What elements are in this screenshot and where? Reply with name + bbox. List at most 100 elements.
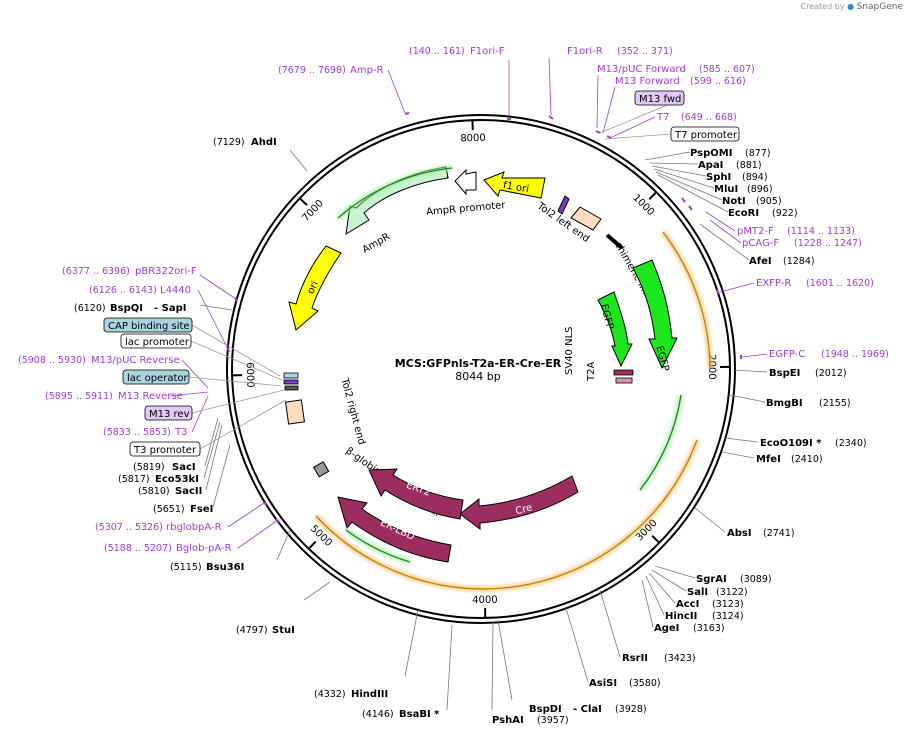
t7-promoter-box [670,126,740,142]
sv40-nls-label: SV40 NLS [564,327,575,376]
primer-egfp-c: EGFP-C [769,349,805,360]
primers-left: (140 .. 161) F1ori-F (7679 .. 7698) Amp-… [18,46,505,554]
primer-m13-fwd: M13 Forward [615,76,680,87]
primer-f1ori-r-pos: (352 .. 371) [617,46,673,57]
ori-label: ori [306,279,321,295]
green-arc-right [637,394,684,492]
site-saci-pos: (5819) [133,462,165,473]
leader-line-0 [644,151,691,161]
primer-pmt2-f-pos: (1114 .. 1133) [787,226,855,237]
site-sgrai: SgrAI [696,574,727,585]
snapgene-logo-icon: ● [847,2,855,11]
tick-mark-3000 [651,535,661,544]
site-sacii: SacII [175,486,202,497]
primer-m13-rev: M13 Reverse [118,391,183,402]
site-pshai: PshAI [492,715,524,726]
green-arc-right-line [639,394,682,491]
site-ecoo109i-pos: (2340) [835,438,867,449]
site-afei: AfeI [749,256,772,267]
lac-small-feature-3 [284,385,299,391]
site-sapi: - SapI [154,303,186,314]
orange-arc-right-line [662,231,711,369]
cre-label: Cre [514,502,533,517]
tol2-left-arrow [570,206,602,231]
ori-arrow [288,245,342,331]
primer-leader-4 [609,116,656,139]
site-pspomi-pos: (877) [745,148,771,159]
site-hincii-pos: (3124) [712,611,744,622]
site-sali-pos: (3122) [716,587,748,598]
tol2-right-label: Tol2 right end [338,376,367,446]
primer-pcag-f-pos: (1228 .. 1247) [794,238,862,249]
primer-pcag-f: pCAG-F [742,238,779,249]
lac-promoter-box [120,333,192,349]
leader-line-19 [497,619,513,701]
ampr-promoter-label: AmpR promoter [426,200,507,218]
site-absi-pos: (2741) [763,528,795,539]
lac-promoter-label: lac promoter [125,337,190,348]
primer-rbglobpa-r: rbglobpA-R [166,522,222,533]
site-mlui: MluI [714,184,738,195]
site-clai: - ClaI [573,704,602,715]
tol2-right-box [284,399,306,425]
box-leader-0 [191,324,281,377]
leader-line-12 [654,565,696,579]
leader-line-15 [645,575,665,616]
site-eco53ki-pos: (5817) [118,474,150,485]
primer-leader-11 [197,289,229,350]
site-ahdi-pos: (7129) [213,137,245,148]
primer-leader-7 [719,282,755,293]
t2a-mark [615,377,633,384]
primer-t3-pos: (5833 .. 5853) [103,427,171,438]
leader-line-30 [446,624,453,711]
site-noti-pos: (905) [756,196,782,207]
leader-line-16 [641,579,654,628]
tick-mark-5000 [308,540,317,550]
site-bsu36i: Bsu36I [206,562,244,573]
site-fsei-pos: (5651) [153,504,185,515]
tick-mark-1000 [648,191,658,200]
green-arc-bottom-line [345,529,411,563]
t3-promoter-box [129,441,201,457]
site-sphi: SphI [706,172,731,183]
site-asisi-pos: (3580) [629,678,661,689]
primer-pbr322ori-f-pos: (6377 .. 6396) [62,266,130,277]
t2a-label: T2A [586,362,597,382]
site-apai: ApaI [698,160,723,171]
site-agei: AgeI [654,623,679,634]
primer-amp-r: Amp-R [350,65,384,76]
leader-line-27 [276,529,291,561]
tick-mark-7000 [299,197,308,206]
site-rsrii: RsrII [622,653,648,664]
primer-bglob-pa-r-pos: (5188 .. 5207) [104,543,172,554]
cap-site-box [103,317,193,333]
cap-site-label: CAP binding site [108,321,190,332]
primer-leader-6 [709,219,742,244]
box-leader-6 [604,133,672,140]
m13-rev-box [144,405,193,421]
m13-fwd-box [634,90,685,106]
leader-line-20 [491,621,494,711]
lac-operator-box [122,369,190,385]
primer-bglob-pa-r: Bglob-pA-R [176,543,232,554]
site-stui-pos: (4797) [236,625,268,636]
site-sacii-pos: (5810) [138,486,170,497]
primers-right: F1ori-R (352 .. 371) M13/pUC Forward (58… [567,46,889,360]
leader-line-7 [732,369,768,373]
box-leader-3 [191,389,285,414]
site-bmgbi-pos: (2155) [819,398,851,409]
site-sali: SalI [687,587,708,598]
m13-fwd-label: M13 fwd [639,94,681,105]
site-agei-pos: (3163) [693,623,725,634]
m13-rev-label: M13 rev [149,409,190,420]
lac-small-feature-1 [283,372,299,379]
leader-line-6 [699,223,750,261]
site-leader-lines [169,57,768,711]
leader-line-25 [205,424,223,491]
site-bsabi-pos: (4146) [362,709,394,720]
primer-f1ori-r: F1ori-R [567,46,603,57]
primer-leader-9 [387,69,406,114]
tol2-left-small-feature [557,195,570,215]
site-hincii: HincII [665,611,697,622]
site-hindiii: HindIII [351,689,388,700]
